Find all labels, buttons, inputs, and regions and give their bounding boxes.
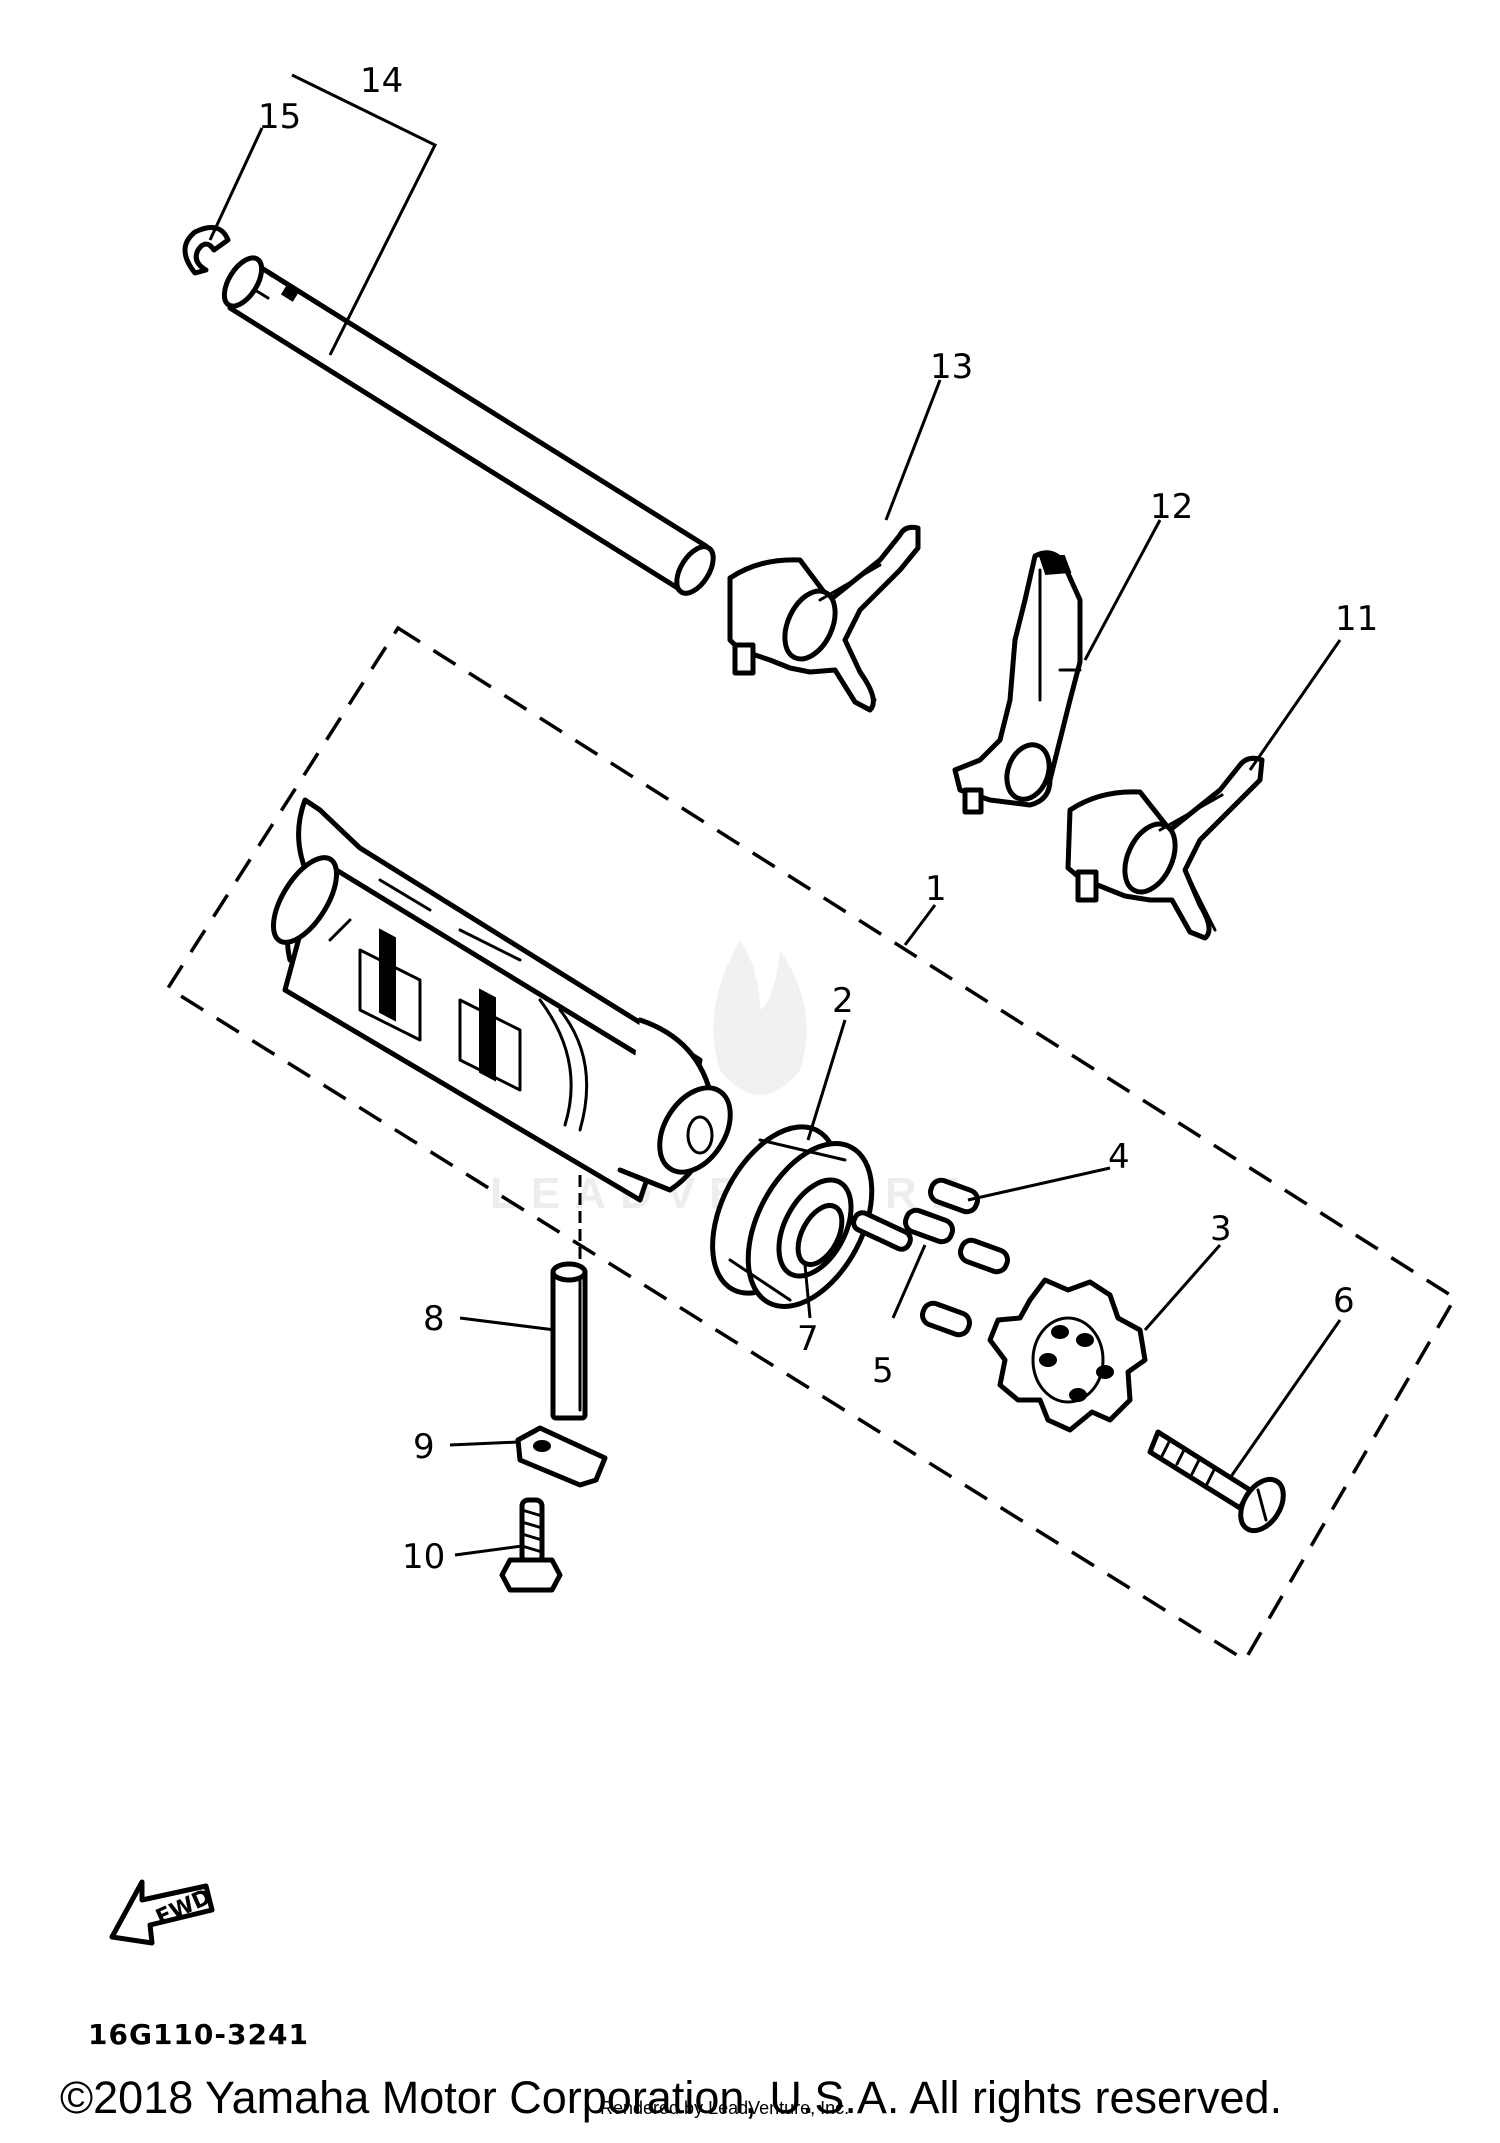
segment bbox=[795, 1203, 845, 1267]
shift-cam-assembly-boundary bbox=[165, 625, 1458, 1663]
callout-11: 11 bbox=[1335, 599, 1378, 639]
segment-plate bbox=[987, 1277, 1148, 1433]
callout-6: 6 bbox=[1333, 1281, 1355, 1321]
shift-fork-guide-bar bbox=[221, 255, 716, 596]
stopper bbox=[515, 1425, 608, 1488]
fwd-arrow-icon: FWD bbox=[109, 1879, 215, 1946]
copyright-notice: ©2018 Yamaha Motor Corporation, U.S.A. A… bbox=[60, 2072, 1283, 2123]
diagram-reference-code: 16G110-3241 bbox=[88, 2018, 309, 2051]
callout-1: 1 bbox=[925, 869, 947, 909]
shift-fork-2 bbox=[952, 550, 1083, 815]
callout-9: 9 bbox=[413, 1427, 435, 1467]
callout-5: 5 bbox=[872, 1351, 894, 1391]
callout-8: 8 bbox=[423, 1299, 445, 1339]
callout-12: 12 bbox=[1150, 487, 1193, 527]
screw bbox=[1147, 1429, 1286, 1534]
shift-fork-1 bbox=[727, 524, 921, 713]
pin bbox=[550, 1261, 588, 1421]
callout-15: 15 bbox=[258, 97, 301, 137]
shift-cam-pins bbox=[903, 1177, 1010, 1338]
callout-numbers: 1 2 3 4 5 6 7 8 9 10 11 12 13 14 15 bbox=[258, 61, 1378, 1577]
circlip bbox=[182, 225, 231, 276]
callout-13: 13 bbox=[930, 347, 973, 387]
bolt bbox=[499, 1497, 563, 1593]
callout-7: 7 bbox=[797, 1319, 819, 1359]
shift-fork-3 bbox=[1065, 755, 1265, 941]
callout-14: 14 bbox=[360, 61, 403, 101]
callout-leaders bbox=[208, 73, 1342, 1557]
shift-cam-drum bbox=[270, 797, 733, 1203]
callout-3: 3 bbox=[1210, 1209, 1232, 1249]
callout-2: 2 bbox=[832, 981, 854, 1021]
callout-4: 4 bbox=[1108, 1137, 1130, 1177]
callout-10: 10 bbox=[402, 1537, 445, 1577]
dowel-pin bbox=[851, 1210, 913, 1252]
rendered-by-notice: Rendered by LeadVenture, Inc. bbox=[600, 2098, 850, 2118]
